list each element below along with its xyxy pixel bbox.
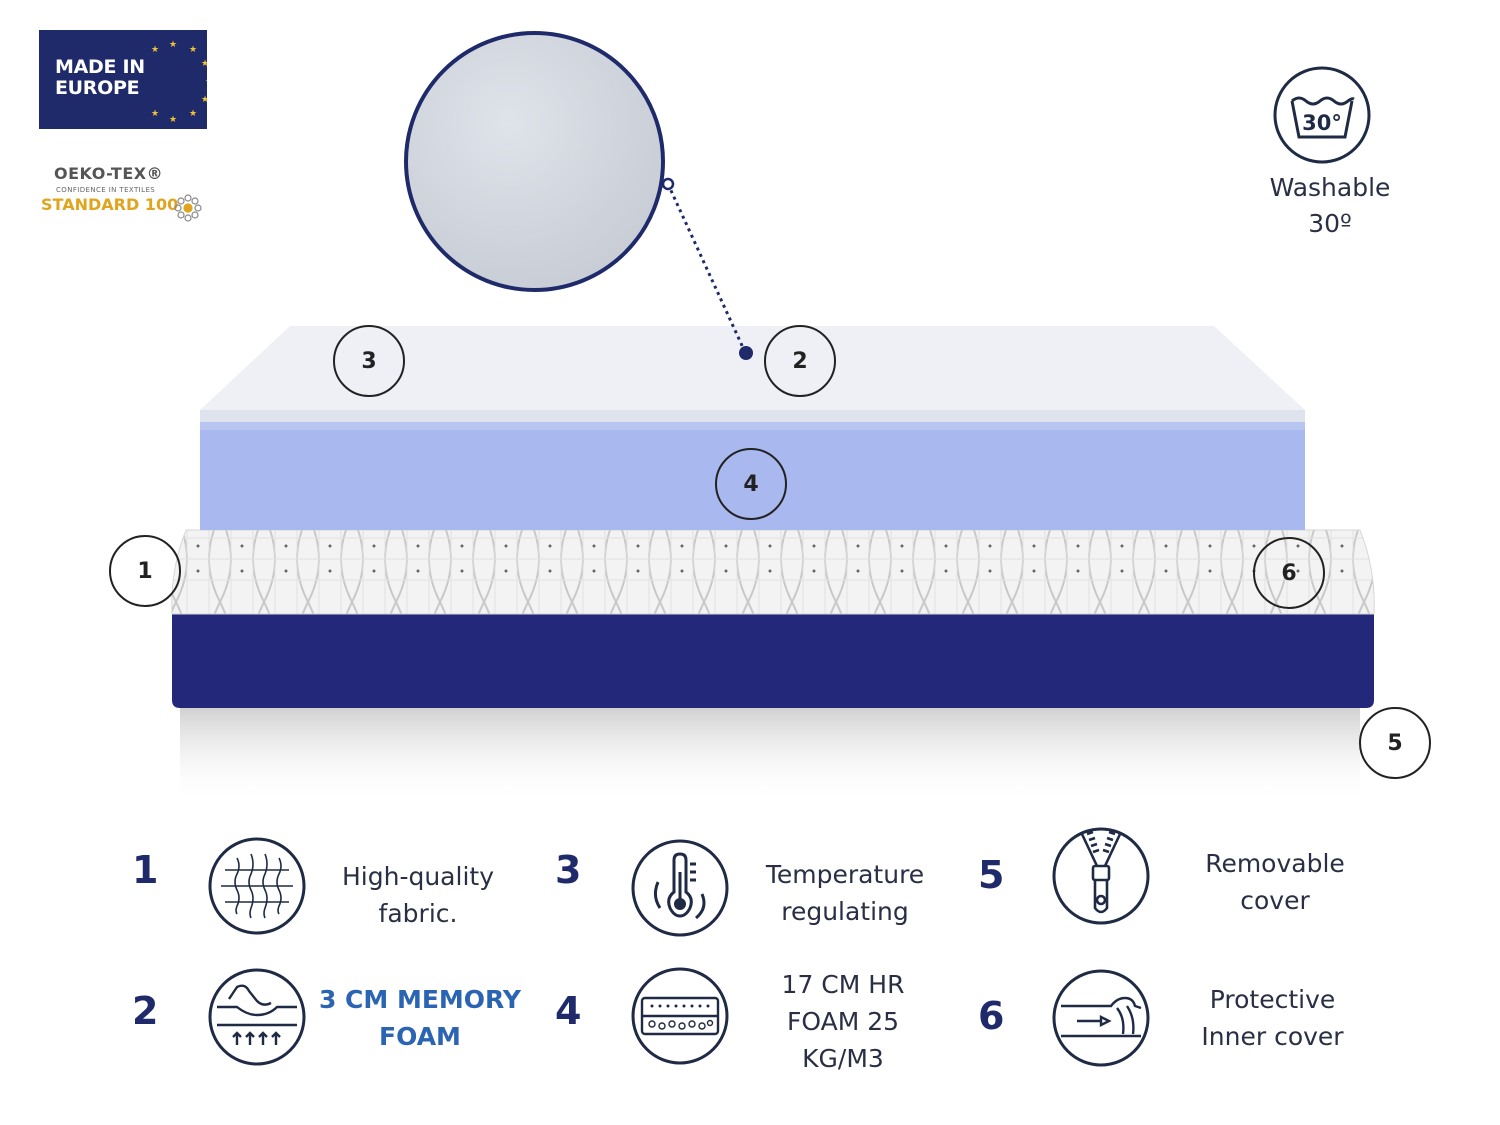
svg-text:★: ★ (189, 45, 197, 55)
topper-edge (200, 410, 1305, 422)
inner-cover-icon (1052, 969, 1150, 1067)
marker-5: 5 (1359, 707, 1431, 779)
foam-layer-icon (631, 967, 729, 1065)
washable-line2: 30º (1308, 209, 1352, 238)
feature-3-number: 3 (555, 848, 582, 892)
quilted-cover-layer (171, 529, 1375, 615)
navy-base-layer (172, 612, 1374, 708)
svg-text:★: ★ (205, 77, 207, 87)
oeko-tex-title: OEKO-TEX® (54, 164, 164, 183)
wash-icon-label: 30° (1302, 111, 1342, 135)
feature-1-number: 1 (132, 848, 159, 892)
pointer-end (739, 346, 753, 360)
washable-label: Washable 30º (1230, 170, 1430, 242)
made-in-line1: MADE IN (55, 56, 145, 78)
pointer-line (666, 183, 747, 353)
feature-6-label: Protective Inner cover (1175, 981, 1370, 1055)
pointer-start (661, 177, 675, 191)
feature-3-line1: Temperature (765, 860, 925, 889)
svg-text:★: ★ (169, 40, 177, 50)
zipper-icon (1052, 827, 1150, 925)
feature-3-line2: regulating (781, 897, 909, 926)
fabric-zoom-circle (404, 31, 665, 292)
feature-1-line1: High-quality (341, 862, 494, 891)
feature-1-label: High-quality fabric. (318, 858, 518, 932)
svg-text:★: ★ (169, 115, 177, 125)
svg-text:★: ★ (201, 95, 207, 105)
feature-2-line1: 3 CM MEMORY (318, 985, 522, 1014)
oeko-tex-standard: STANDARD 100 (41, 195, 179, 214)
feature-5-label: Removable cover (1180, 845, 1370, 919)
oeko-tex-subtitle: CONFIDENCE IN TEXTILES (56, 186, 156, 194)
memory-foam-icon (208, 968, 306, 1066)
feature-5-number: 5 (978, 853, 1005, 897)
made-in-europe-badge: ★ ★ ★ ★ ★ ★ ★ ★ ★ MADE IN EUROPE (39, 30, 207, 129)
marker-4: 4 (715, 448, 787, 520)
feature-1-line2: fabric. (378, 899, 458, 928)
feature-2-number: 2 (132, 989, 159, 1033)
feature-2-line2: FOAM (379, 1022, 461, 1051)
svg-text:★: ★ (151, 109, 159, 119)
marker-2: 2 (764, 325, 836, 397)
feature-4-line3: KG/M3 (802, 1044, 884, 1073)
svg-text:★: ★ (151, 45, 159, 55)
feature-5-line2: cover (1240, 886, 1310, 915)
topper-layer (200, 326, 1305, 422)
svg-text:★: ★ (189, 109, 197, 119)
feature-5-line1: Removable (1205, 849, 1345, 878)
mattress-illustration (171, 177, 1375, 805)
foam-edge (200, 420, 1305, 430)
feature-4-number: 4 (555, 989, 582, 1033)
marker-3: 3 (333, 325, 405, 397)
wash-30-icon: 30° (1272, 65, 1372, 169)
oeko-flower-icon (174, 194, 202, 222)
feature-4-line2: FOAM 25 (786, 1007, 900, 1036)
oeko-tex-logo: OEKO-TEX® CONFIDENCE IN TEXTILES STANDAR… (40, 160, 210, 222)
thermometer-icon (631, 839, 729, 937)
eu-stars-icon: ★ ★ ★ ★ ★ ★ ★ ★ ★ (151, 40, 207, 125)
feature-6-line2: Inner cover (1201, 1022, 1344, 1051)
washable-line1: Washable (1269, 173, 1391, 202)
feature-6-line1: Protective (1209, 985, 1336, 1014)
floor-shadow (180, 705, 1360, 805)
marker-6: 6 (1253, 537, 1325, 609)
marker-1: 1 (109, 535, 181, 607)
made-in-europe-text: MADE IN EUROPE (55, 57, 145, 99)
feature-3-label: Temperature regulating (740, 856, 950, 930)
svg-text:★: ★ (201, 59, 207, 69)
feature-4-line1: 17 CM HR (781, 970, 905, 999)
made-in-line2: EUROPE (55, 77, 140, 99)
feature-4-label: 17 CM HR FOAM 25 KG/M3 (743, 966, 943, 1077)
fabric-icon (208, 837, 306, 935)
feature-2-label: 3 CM MEMORY FOAM (310, 981, 530, 1055)
feature-6-number: 6 (978, 994, 1005, 1038)
